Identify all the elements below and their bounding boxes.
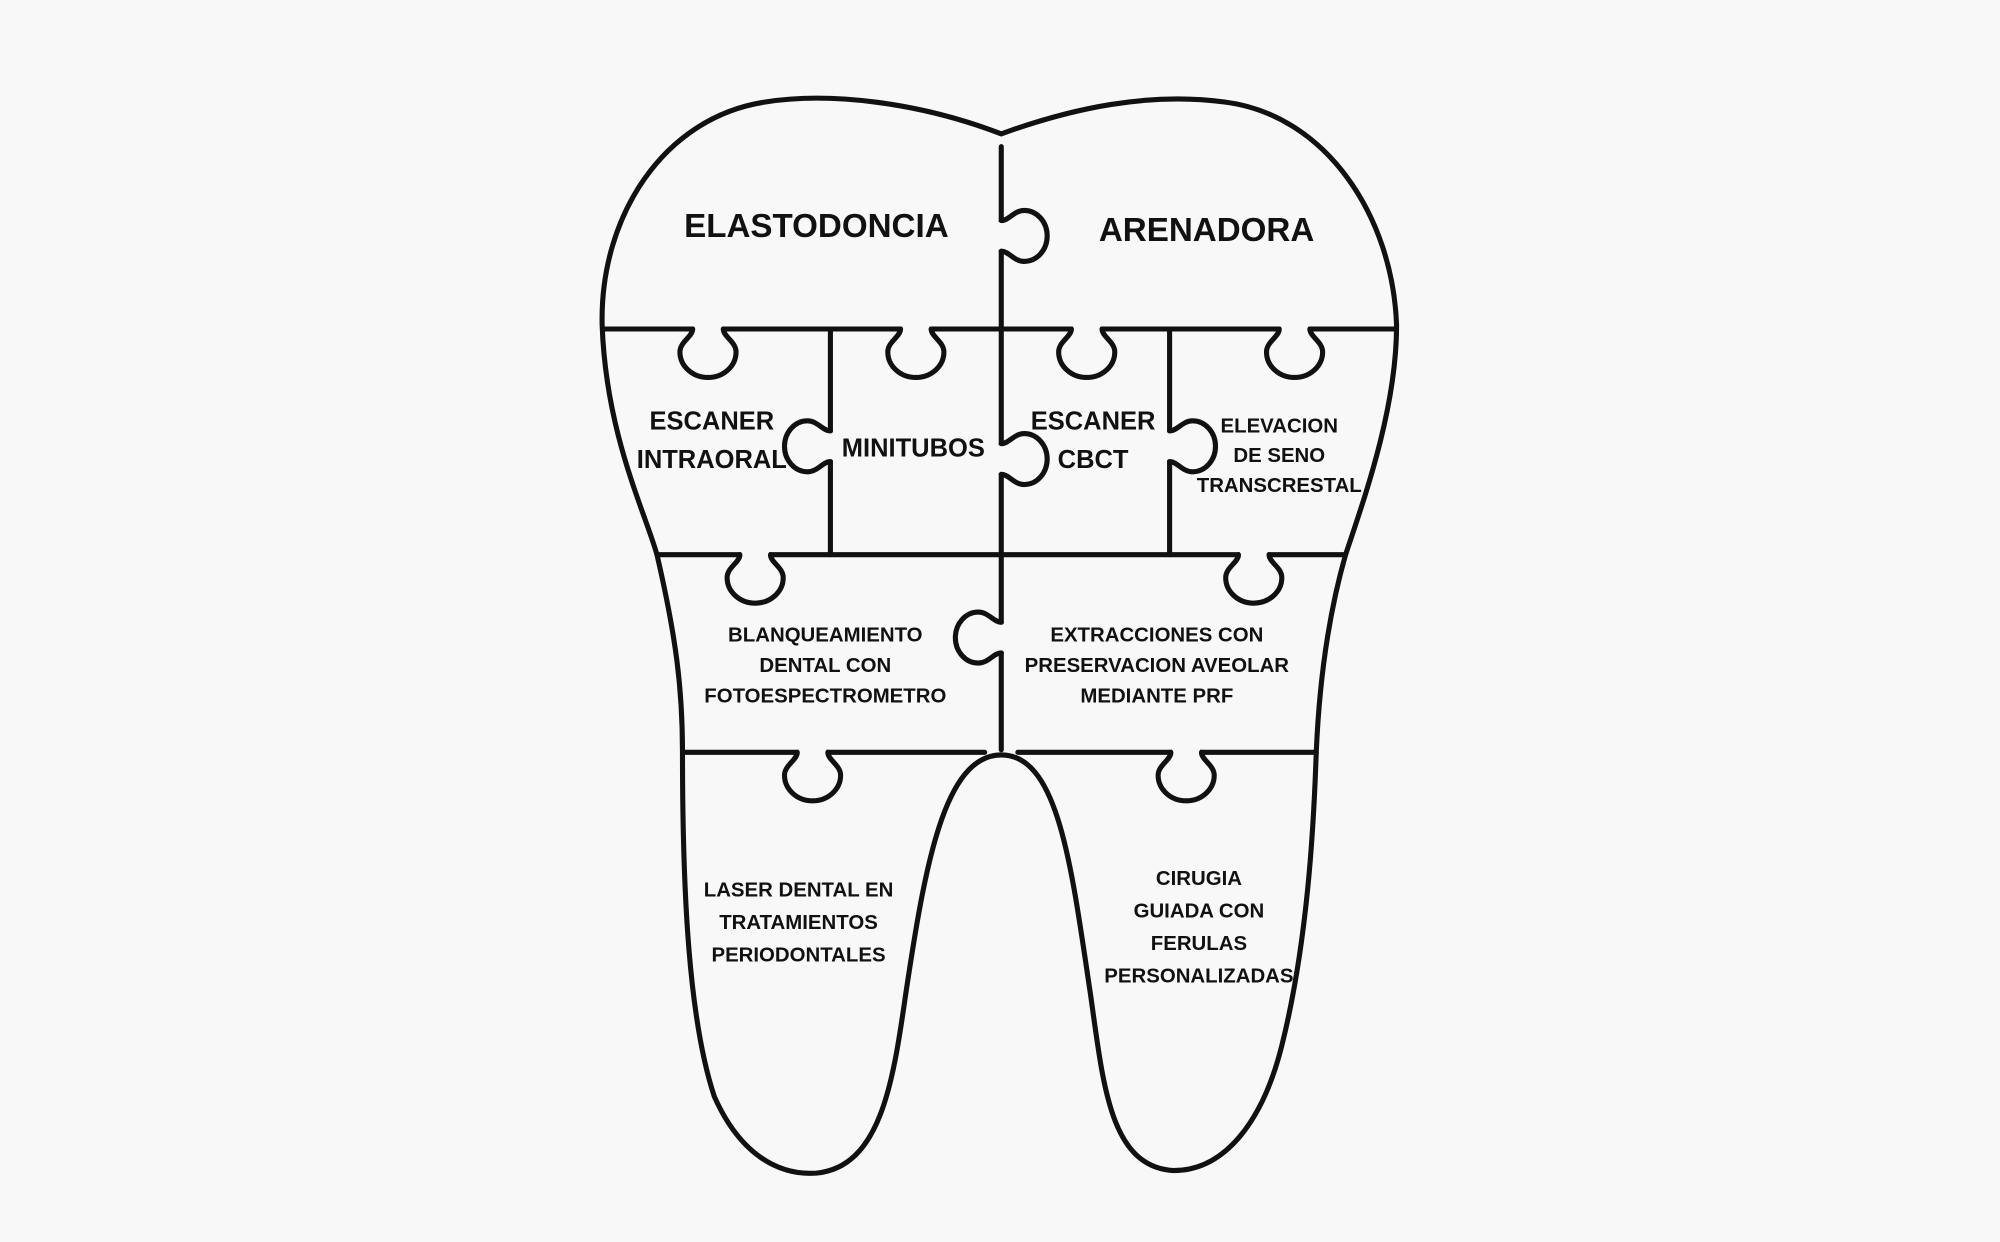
puzzle-knob bbox=[1056, 326, 1118, 380]
label-line: EXTRACCIONES CON bbox=[1050, 624, 1263, 646]
label-line: BLANQUEAMIENTO bbox=[728, 624, 922, 646]
puzzle-knob bbox=[1223, 552, 1285, 606]
label-line: ELEVACION bbox=[1221, 415, 1338, 437]
label-line: GUIADA CON bbox=[1134, 900, 1265, 922]
label-line: LASER DENTAL EN bbox=[704, 879, 894, 901]
puzzle-piece-label-blanqueamiento: BLANQUEAMIENTO DENTAL CON FOTOESPECTROMETR… bbox=[704, 624, 946, 707]
puzzle-knob bbox=[1263, 326, 1326, 380]
label-line: PERSONALIZADAS bbox=[1104, 966, 1293, 988]
label-line: FOTOESPECTROMETRO bbox=[704, 686, 946, 708]
puzzle-piece-label-escaner-intraoral: ESCANER INTRAORAL bbox=[637, 408, 787, 474]
puzzle-piece-label-extracciones: EXTRACCIONES CON PRESERVACION AVEOLAR MEDI… bbox=[1025, 624, 1290, 707]
label-line: ESCANER bbox=[649, 408, 774, 436]
label-line: MINITUBOS bbox=[842, 435, 985, 463]
puzzle-piece-label-elevacion-seno: ELEVACION DE SENO TRANSCRESTAL bbox=[1197, 415, 1362, 497]
tooth-outline bbox=[599, 95, 1400, 1176]
label-line: CIRUGIA bbox=[1156, 868, 1242, 890]
label-line: TRATAMIENTOS bbox=[719, 912, 878, 934]
puzzle-knob bbox=[998, 431, 1050, 488]
label-line: DE SENO bbox=[1233, 445, 1325, 467]
label-line: PERIODONTALES bbox=[711, 944, 885, 966]
label-line: FERULAS bbox=[1151, 933, 1247, 955]
puzzle-piece-label-laser: LASER DENTAL EN TRATAMIENTOS PERIODONTALES bbox=[704, 879, 894, 966]
puzzle-knob bbox=[1167, 418, 1219, 475]
label-line: INTRAORAL bbox=[637, 446, 787, 474]
puzzle-knob bbox=[998, 207, 1050, 264]
label-line: DENTAL CON bbox=[759, 655, 891, 677]
puzzle-knob bbox=[781, 749, 844, 804]
label-line: ESCANER bbox=[1031, 408, 1156, 436]
label-line: TRANSCRESTAL bbox=[1197, 475, 1362, 497]
puzzle-knob bbox=[1155, 749, 1217, 804]
puzzle-piece-label-elastodoncia: ELASTODONCIA bbox=[684, 208, 949, 245]
label-line: PRESERVACION AVEOLAR bbox=[1025, 655, 1290, 677]
puzzle-knob bbox=[952, 609, 1004, 666]
puzzle-piece-label-minitubos: MINITUBOS bbox=[842, 435, 985, 463]
label-line: ARENADORA bbox=[1099, 212, 1314, 249]
puzzle-piece-label-escaner-cbct: ESCANER CBCT bbox=[1031, 408, 1156, 474]
label-line: MEDIANTE PRF bbox=[1080, 686, 1233, 708]
puzzle-piece-label-cirugia: CIRUGIA GUIADA CON FERULAS PERSONALIZADAS bbox=[1104, 868, 1293, 988]
puzzle-knob bbox=[885, 326, 947, 380]
label-line: CBCT bbox=[1058, 446, 1129, 474]
puzzle-knob bbox=[677, 326, 739, 380]
puzzle-knob bbox=[781, 418, 833, 475]
puzzle-knob bbox=[724, 552, 786, 606]
label-line: ELASTODONCIA bbox=[684, 208, 949, 245]
puzzle-piece-label-arenadora: ARENADORA bbox=[1099, 212, 1314, 249]
